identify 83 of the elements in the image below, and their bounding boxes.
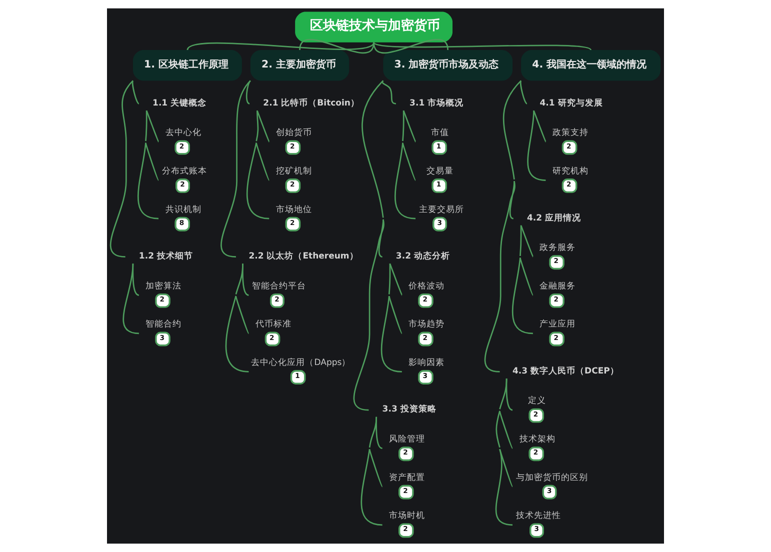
connector [220,80,251,258]
connector [388,296,402,334]
node-text: 3.3 投资策略 [382,404,436,415]
node-box: 1. 区块链工作原理 [132,50,242,81]
node-label: 挖矿机制 [276,166,312,176]
connector [520,225,534,258]
connector [402,110,416,142]
connector [146,110,160,142]
connector [299,38,374,54]
node-text: 3.1 市场概况 [410,98,464,108]
connector [353,80,384,411]
connector [246,110,270,220]
node-box: 4. 我国在这一领域的情况 [521,50,661,81]
node-box: 3. 加密货币市场及动态 [383,50,513,81]
node-text: 1.1 关键概念 [152,98,207,108]
node-text: 2.1 比特币（Bitcoin） [263,98,360,108]
node-label: 影响因素 [408,358,445,368]
node-label: 产业应用 [540,320,576,330]
node-label: 技术先进性 [516,511,561,522]
connector [378,219,384,258]
node-label: 主要交易所 [418,204,464,215]
connector [520,258,534,296]
connector [509,181,515,220]
node-label: 创始货币 [276,128,312,138]
node-label: 风险管理 [389,434,426,445]
connector [499,448,514,487]
node-label: 定义 [528,396,546,406]
node-label: 政务服务 [540,243,576,254]
connector [394,110,416,220]
connector [186,42,374,50]
node-text: 1.2 技术细节 [138,252,193,262]
node-label: 技术架构 [519,434,556,445]
connector [368,449,383,487]
connector [132,80,140,104]
node-box: 2. 主要加密货币 [250,50,350,81]
node-label: 去中心化 [165,128,202,138]
node-label: 市值 [430,128,449,138]
connector [495,378,513,526]
connector [533,110,546,142]
connector [380,264,402,372]
connector [527,110,546,181]
connector [235,296,250,334]
node-label: 市场地位 [276,204,312,215]
node-text: 2.2 以太坊（Ethereum） [248,252,358,262]
connector [373,42,592,51]
node-text: 3.2 动态分析 [396,252,450,262]
connector [512,225,534,334]
connector [122,264,139,334]
node-label: 代币标准 [256,320,292,330]
node-label: 加密算法 [146,281,182,292]
connector [484,80,522,372]
node-label: 政策支持 [552,128,589,138]
node-label: 交易量 [426,166,454,176]
node-label: 市场时机 [389,511,426,522]
connector [389,263,403,296]
connector [138,110,159,220]
node-box: 区块链技术与加密货币 [295,12,453,42]
connector [499,410,514,449]
node-label: 智能合约 [146,320,182,330]
connector [360,416,382,526]
node-label: 与加密货币的区别 [516,472,588,483]
node-label: 资产配置 [389,472,426,483]
node-label: 价格波动 [408,281,445,292]
node-label: 金融服务 [540,281,576,292]
node-text: 4.3 数字人民币（DCEP） [512,366,619,376]
node-label: 研究机构 [552,166,589,176]
connector [402,142,416,181]
node-label: 市场趋势 [408,320,445,330]
node-label: 智能合约平台 [252,281,306,292]
node-label: 共识机制 [165,204,202,215]
connector [520,80,528,104]
node-text: 4.1 研究与发展 [540,98,603,108]
connector [145,142,160,181]
connector [110,80,134,258]
connector [256,110,270,142]
connector [382,80,396,104]
connector [225,264,249,372]
connector [246,80,251,104]
node-label: 分布式账本 [162,166,207,176]
connector [256,142,270,181]
node-label: 去中心化应用（DApps） [251,358,351,368]
node-text: 4.2 应用情况 [526,213,582,224]
connector [373,38,448,54]
